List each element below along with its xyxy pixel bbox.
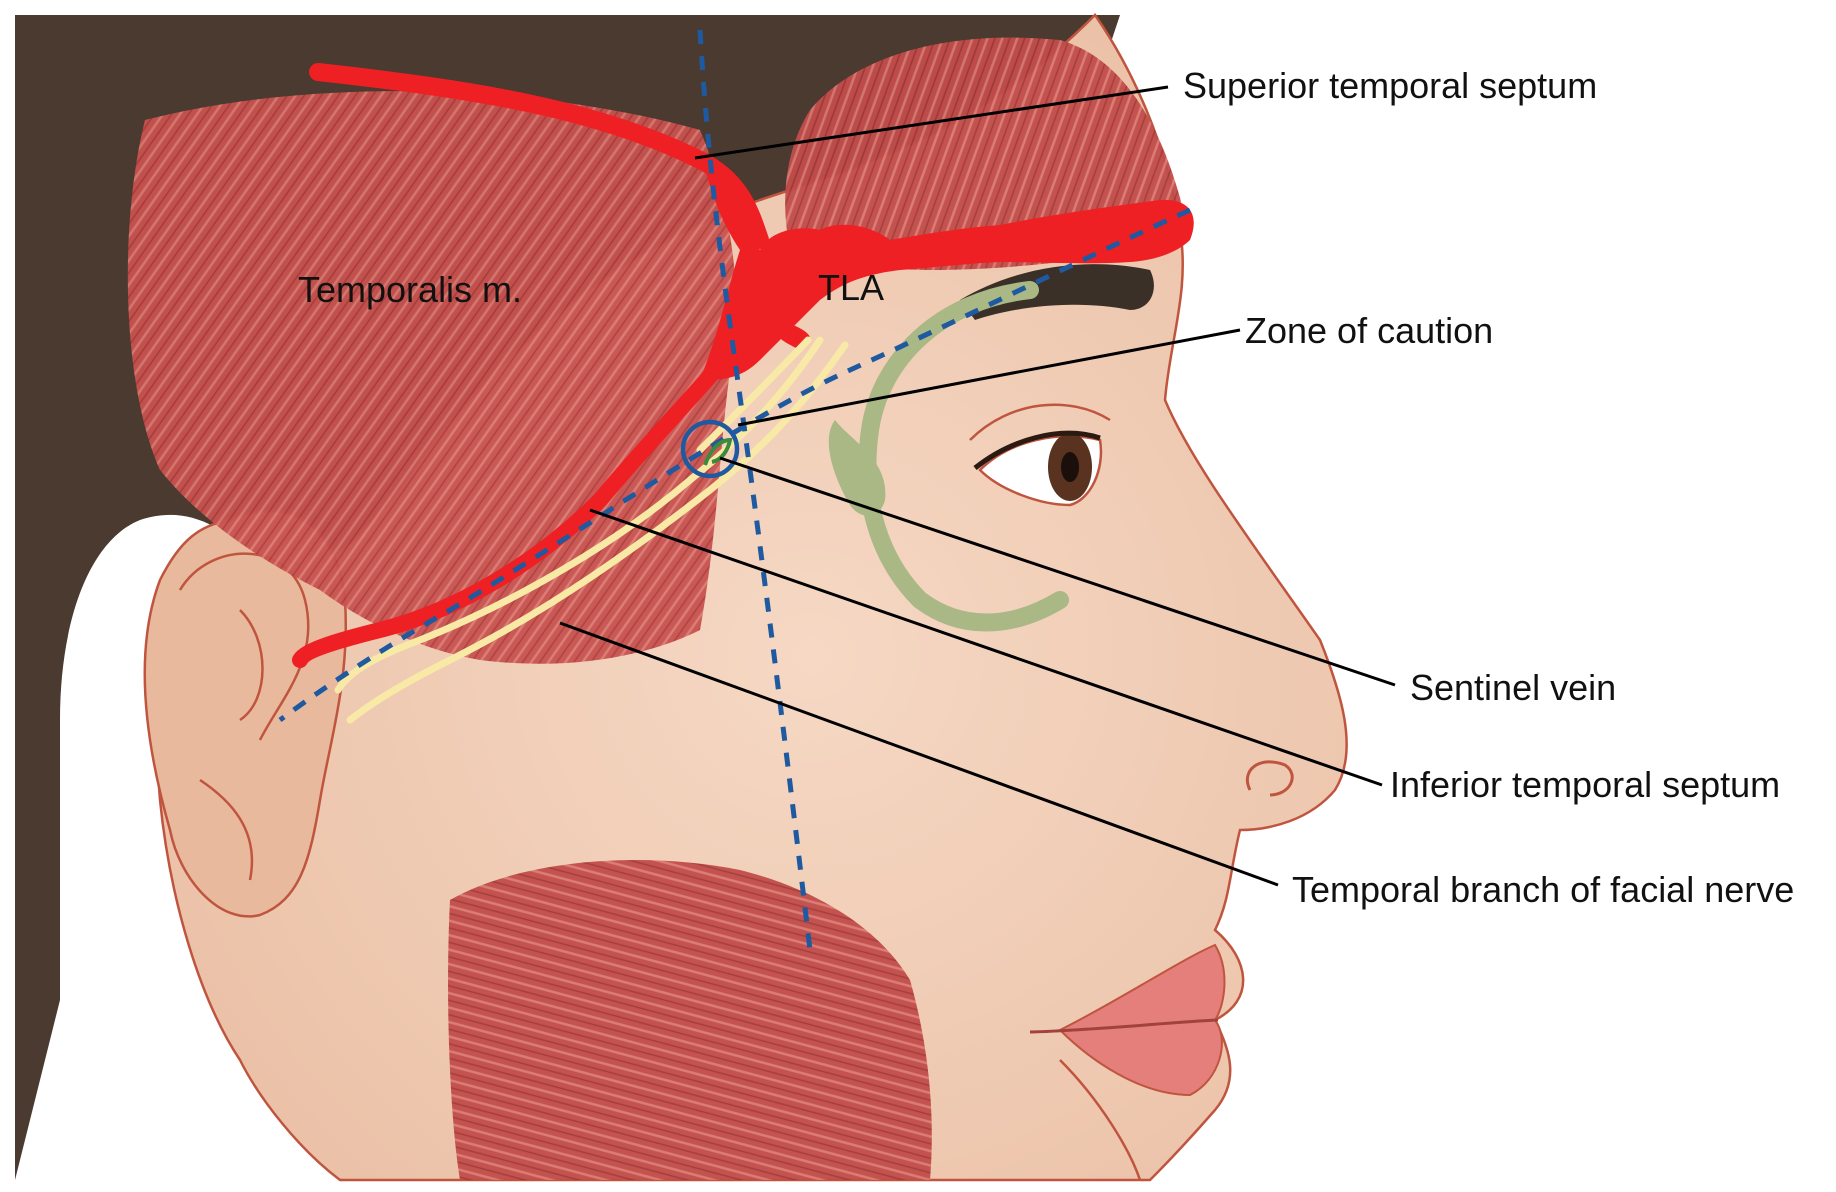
leader-sentinel-vein: [719, 456, 1396, 687]
guide-lines: [278, 29, 1192, 951]
label-temporal-branch-facial-nerve: Temporal branch of facial nerve: [1292, 869, 1794, 910]
lip-line: [1029, 1018, 1219, 1034]
orbital-ligament-bulge: [828, 420, 886, 516]
eye: [969, 403, 1111, 507]
leader-temporal-branch-facial-nerve: [559, 621, 1279, 887]
chin-line: [1059, 1059, 1142, 1181]
label-tla: TLA: [818, 267, 884, 308]
leader-zone-of-caution: [737, 328, 1241, 427]
nostril: [1246, 760, 1294, 797]
label-zone-of-caution: Zone of caution: [1245, 310, 1493, 351]
eyebrow: [960, 264, 1154, 320]
leader-inferior-temporal-septum: [589, 508, 1383, 787]
label-inferior-temporal-septum: Inferior temporal septum: [1390, 764, 1780, 805]
label-superior-temporal-septum: Superior temporal septum: [1183, 65, 1597, 106]
leader-superior-temporal-septum: [694, 85, 1169, 160]
zone-of-caution-circle: [680, 419, 740, 479]
ear: [143, 509, 347, 918]
label-sentinel-vein: Sentinel vein: [1410, 667, 1616, 708]
label-temporalis-muscle: Temporalis m.: [298, 269, 522, 310]
sentinel-vein-mark: [703, 437, 733, 466]
